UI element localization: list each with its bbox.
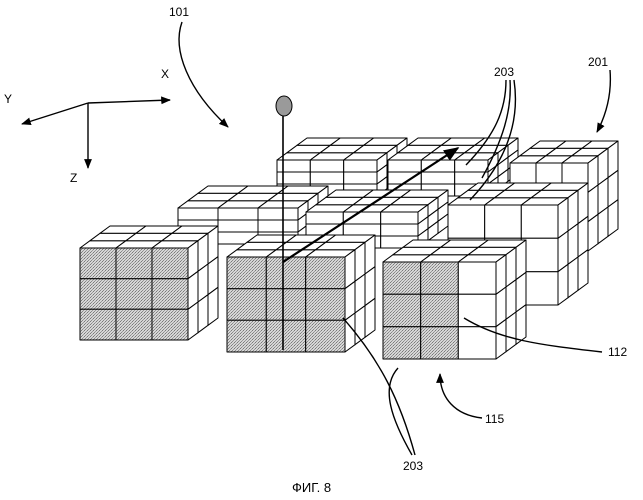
label-203-top: 203 xyxy=(494,65,514,79)
front-face-cell xyxy=(227,257,266,289)
front-face-cell xyxy=(227,320,266,352)
front-face-cell xyxy=(383,294,421,326)
front-face-cell xyxy=(455,172,488,184)
front-face-cell xyxy=(152,248,188,279)
front-face-cell xyxy=(178,208,218,220)
front-face-cell xyxy=(458,294,496,326)
front-face-cell xyxy=(421,262,459,294)
axis-triad: X Y Z xyxy=(4,67,170,185)
cube-block-8 xyxy=(227,235,375,352)
leader-101 xyxy=(179,22,228,127)
label-115: 115 xyxy=(485,412,504,426)
front-face-cell xyxy=(521,205,558,238)
front-face-cell xyxy=(458,262,496,294)
probe-ball xyxy=(276,96,292,116)
front-face-cell xyxy=(277,172,310,184)
front-face-cell xyxy=(152,279,188,310)
side-face-cell xyxy=(188,302,198,340)
front-face-cell xyxy=(381,224,418,236)
front-face-cell xyxy=(344,160,377,172)
figure-caption: ФИГ. 8 xyxy=(292,480,331,495)
front-face-cell xyxy=(421,294,459,326)
cube-block-7 xyxy=(80,226,218,340)
front-face-cell xyxy=(421,172,454,184)
front-face-cell xyxy=(80,248,116,279)
label-101: 101 xyxy=(169,5,189,19)
front-face-cell xyxy=(383,262,421,294)
front-face-cell xyxy=(448,205,485,238)
front-face-cell xyxy=(152,309,188,340)
front-face-cell xyxy=(381,212,418,224)
front-face-cell xyxy=(383,327,421,359)
front-face-cell xyxy=(306,289,345,321)
front-face-cell xyxy=(455,160,488,172)
front-face-cell xyxy=(521,238,558,271)
front-face-cell xyxy=(116,309,152,340)
front-face-cell xyxy=(343,224,380,236)
side-face-cell xyxy=(345,313,355,352)
front-face-cell xyxy=(306,320,345,352)
axis-y-line xyxy=(22,103,88,124)
axis-z-label: Z xyxy=(70,171,77,185)
front-face-cell xyxy=(116,279,152,310)
leader-201 xyxy=(597,70,610,132)
front-face-cell xyxy=(80,309,116,340)
front-face-cell xyxy=(521,272,558,305)
front-face-cell xyxy=(306,212,343,224)
axis-y-label: Y xyxy=(4,92,12,106)
side-face-cell xyxy=(496,319,506,359)
front-face-cell xyxy=(277,160,310,172)
front-face-cell xyxy=(388,160,421,172)
front-face-cell xyxy=(80,279,116,310)
side-face-cell xyxy=(365,298,375,337)
label-201: 201 xyxy=(588,55,608,69)
front-face-cell xyxy=(218,220,258,232)
side-face-cell xyxy=(516,305,526,345)
front-face-cell xyxy=(266,257,305,289)
axis-x-line xyxy=(88,100,170,103)
axis-x-label: X xyxy=(161,67,169,81)
front-face-cell xyxy=(227,289,266,321)
front-face-cell xyxy=(421,327,459,359)
side-face-cell xyxy=(198,295,208,333)
front-face-cell xyxy=(258,208,298,220)
front-face-cell xyxy=(306,257,345,289)
label-203-bottom: 203 xyxy=(403,459,423,473)
side-face-cell xyxy=(568,257,578,298)
front-face-cell xyxy=(266,320,305,352)
side-face-cell xyxy=(208,287,218,325)
front-face-cell xyxy=(310,172,343,184)
front-face-cell xyxy=(218,208,258,220)
label-112: 112 xyxy=(608,345,627,359)
front-face-cell xyxy=(258,220,298,232)
side-face-cell xyxy=(558,264,568,305)
front-face-cell xyxy=(266,289,305,321)
side-face-cell xyxy=(578,250,588,291)
cube-block-9 xyxy=(383,240,526,359)
front-face-cell xyxy=(116,248,152,279)
side-face-cell xyxy=(506,312,516,352)
front-face-cell xyxy=(310,160,343,172)
leader-115 xyxy=(440,374,482,418)
front-face-cell xyxy=(344,172,377,184)
front-face-cell xyxy=(485,205,522,238)
